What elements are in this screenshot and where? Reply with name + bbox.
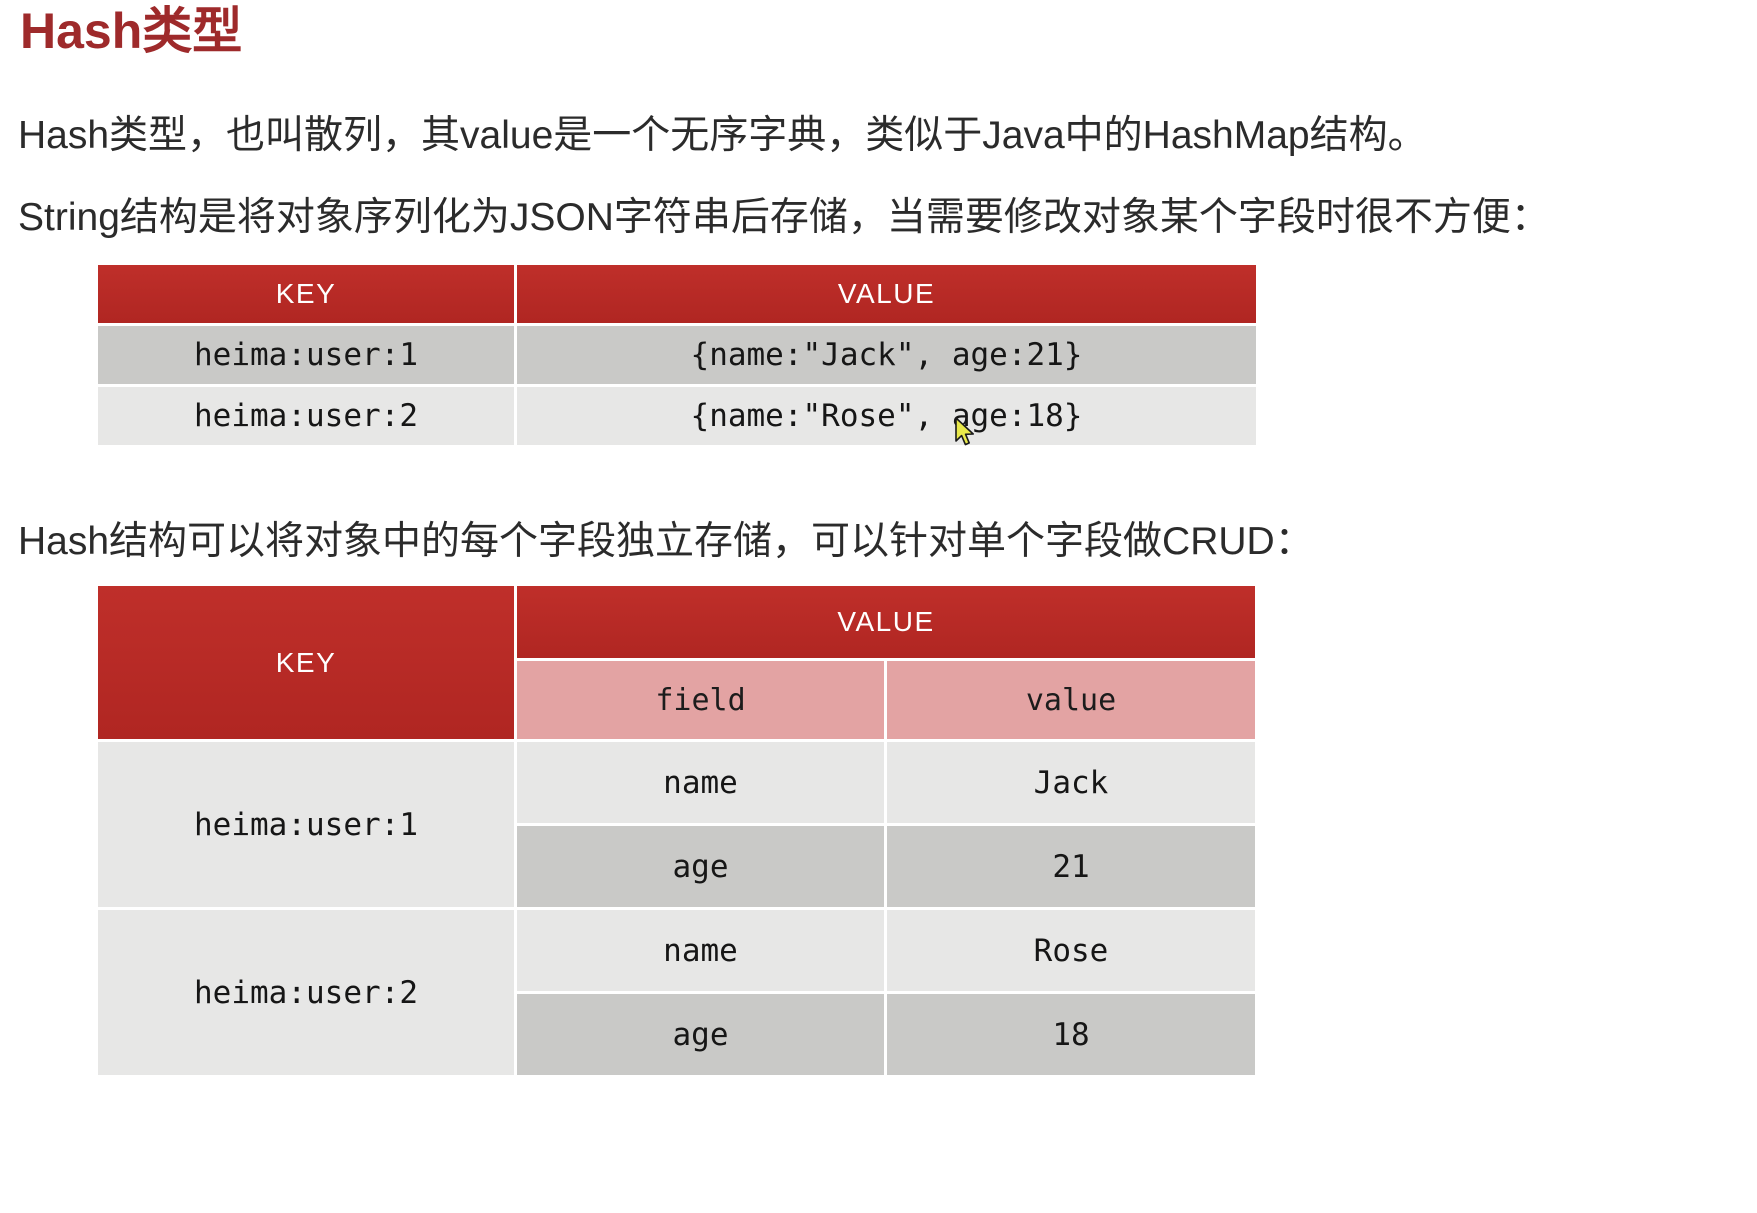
cell-key: heima:user:1: [98, 742, 514, 907]
intro-paragraph: Hash类型，也叫散列，其value是一个无序字典，类似于Java中的HashM…: [18, 114, 1427, 157]
hash-structure-paragraph: Hash结构可以将对象中的每个字段独立存储，可以针对单个字段做CRUD：: [18, 520, 1314, 563]
table-row: age 21: [98, 826, 1255, 907]
cell-value: {name:"Jack", age:21}: [517, 326, 1256, 384]
table-row: heima:user:1 name Jack: [98, 742, 1255, 907]
cell-key: heima:user:2: [98, 387, 514, 445]
column-header-key: KEY: [98, 265, 514, 323]
cell-value: Rose: [887, 910, 1255, 991]
cell-key: heima:user:1: [98, 326, 514, 384]
page-title: Hash类型: [20, 3, 243, 59]
column-header-value: VALUE: [517, 265, 1256, 323]
column-header-value: VALUE: [517, 586, 1255, 658]
cell-value: {name:"Rose", age:18}: [517, 387, 1256, 445]
table-row: heima:user:2 name Rose: [98, 910, 1255, 1075]
table-row: heima:user:1 {name:"Jack", age:21}: [98, 326, 1256, 384]
cell-field: age: [517, 994, 884, 1075]
table-row: age 18: [98, 994, 1255, 1075]
table-header-row: KEY VALUE: [98, 265, 1256, 323]
cell-field: name: [517, 742, 884, 823]
cell-value: Jack: [887, 742, 1255, 823]
table-subheader-row: field value: [98, 661, 1255, 739]
hash-storage-table: KEY VALUE field value heima:user:1 name …: [95, 583, 1258, 1078]
table-row: heima:user:2 {name:"Rose", age:18}: [98, 387, 1256, 445]
table-header-row: KEY VALUE: [98, 586, 1255, 739]
cell-field: age: [517, 826, 884, 907]
string-storage-table: KEY VALUE heima:user:1 {name:"Jack", age…: [95, 262, 1259, 448]
column-header-field: field: [517, 661, 884, 739]
column-header-field-value: value: [887, 661, 1255, 739]
column-header-key: KEY: [98, 586, 514, 739]
cell-field: name: [517, 910, 884, 991]
cell-value: 18: [887, 994, 1255, 1075]
cell-key: heima:user:2: [98, 910, 514, 1075]
cell-value: 21: [887, 826, 1255, 907]
string-structure-paragraph: String结构是将对象序列化为JSON字符串后存储，当需要修改对象某个字段时很…: [18, 196, 1550, 239]
